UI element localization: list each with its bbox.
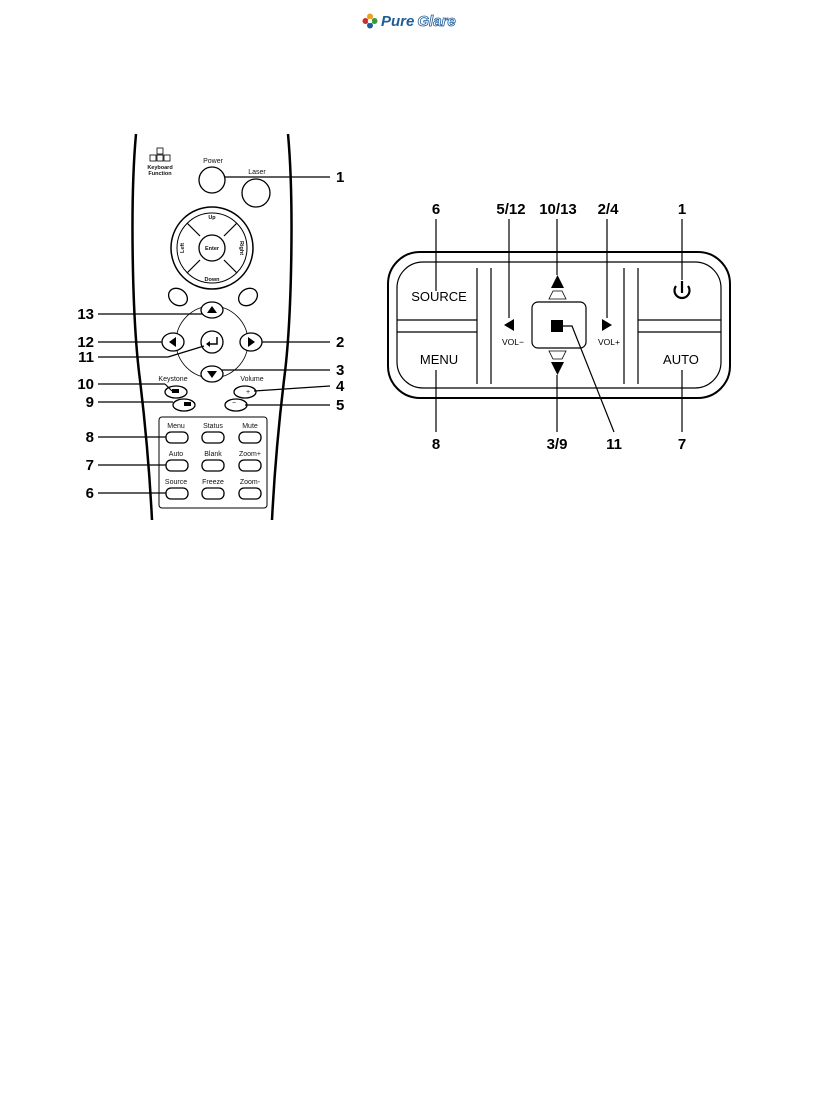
callout-panel-6: 6	[432, 201, 440, 218]
up-arrow-button[interactable]	[201, 302, 223, 318]
callout-remote-8: 8	[86, 429, 94, 446]
left-arrow-button[interactable]	[162, 333, 184, 351]
auto-key-label: Auto	[169, 451, 184, 458]
status-key[interactable]	[202, 432, 224, 443]
power-button[interactable]	[199, 167, 225, 193]
power-label: Power	[203, 158, 224, 165]
callout-remote-10: 10	[77, 376, 94, 393]
callout-panel-2-4: 2/4	[598, 201, 620, 218]
source-key-label: Source	[165, 479, 187, 486]
zoom-minus-key-label: Zoom-	[240, 479, 261, 486]
volume-minus-label: −	[232, 400, 236, 407]
source-key[interactable]	[166, 488, 188, 499]
panel-menu-label: MENU	[420, 352, 458, 367]
callout-panel-3-9: 3/9	[547, 436, 568, 453]
callout-remote-5: 5	[336, 397, 344, 414]
callout-panel-1: 1	[678, 201, 686, 218]
callout-panel-11: 11	[606, 436, 622, 453]
menu-key-label: Menu	[167, 423, 185, 430]
left-label: Left	[180, 243, 186, 253]
keystone-label: Keystone	[158, 376, 187, 383]
blank-key-label: Blank	[204, 451, 222, 458]
function-keys: Menu Status Mute Auto Blank Zoom+ Source…	[165, 423, 261, 499]
panel-vol-minus-label: VOL−	[502, 337, 524, 347]
panel-vol-plus-label: VOL+	[598, 337, 620, 347]
remote-body-outline-right	[272, 134, 291, 520]
callout-panel-10-13: 10/13	[539, 201, 577, 218]
remote-control: Keyboard Function Power Laser Up Down En…	[77, 134, 345, 520]
callout-remote-2: 2	[336, 334, 344, 351]
callout-remote-1: 1	[336, 169, 344, 186]
auto-key[interactable]	[166, 460, 188, 471]
enter-arrow-button[interactable]	[201, 331, 223, 353]
callout-remote-11: 11	[78, 349, 94, 366]
keystone-down-button[interactable]	[173, 399, 195, 411]
control-panel: SOURCE MENU AUTO VOL− VOL+	[388, 201, 730, 453]
down-arrow-button[interactable]	[201, 366, 223, 382]
enter-label: Enter	[205, 246, 220, 252]
blank-key[interactable]	[202, 460, 224, 471]
zoom-plus-key-label: Zoom+	[239, 451, 261, 458]
page-up-button[interactable]	[165, 285, 191, 310]
zoom-minus-key[interactable]	[239, 488, 261, 499]
menu-key[interactable]	[166, 432, 188, 443]
page-down-button[interactable]	[235, 285, 261, 310]
callout-remote-3: 3	[336, 362, 344, 379]
right-arrow-button[interactable]	[240, 333, 262, 351]
freeze-key[interactable]	[202, 488, 224, 499]
panel-auto-label: AUTO	[663, 352, 699, 367]
volume-label: Volume	[240, 376, 263, 383]
keyboard-label-line2: Function	[148, 171, 172, 177]
remote-body-outline	[133, 134, 152, 520]
callout-remote-13: 13	[77, 306, 94, 323]
status-key-label: Status	[203, 423, 223, 430]
panel-power-button[interactable]	[638, 263, 720, 320]
callout-panel-7: 7	[678, 436, 686, 453]
callout-remote-7: 7	[86, 457, 94, 474]
volume-plus-label: +	[246, 389, 250, 396]
laser-button[interactable]	[242, 179, 270, 207]
mute-key-label: Mute	[242, 423, 258, 430]
freeze-key-label: Freeze	[202, 479, 224, 486]
mute-key[interactable]	[239, 432, 261, 443]
callout-panel-8: 8	[432, 436, 440, 453]
zoom-plus-key[interactable]	[239, 460, 261, 471]
panel-source-label: SOURCE	[411, 289, 467, 304]
panel-enter-button[interactable]	[551, 320, 563, 332]
callout-panel-5-12: 5/12	[496, 201, 525, 218]
laser-label: Laser	[248, 169, 266, 176]
up-label: Up	[208, 215, 216, 221]
callout-remote-6: 6	[86, 485, 94, 502]
right-label: Right	[238, 241, 244, 255]
callout-remote-4: 4	[336, 378, 345, 395]
callout-remote-9: 9	[86, 394, 94, 411]
down-label: Down	[205, 277, 221, 283]
keyboard-function-icon	[150, 148, 170, 161]
